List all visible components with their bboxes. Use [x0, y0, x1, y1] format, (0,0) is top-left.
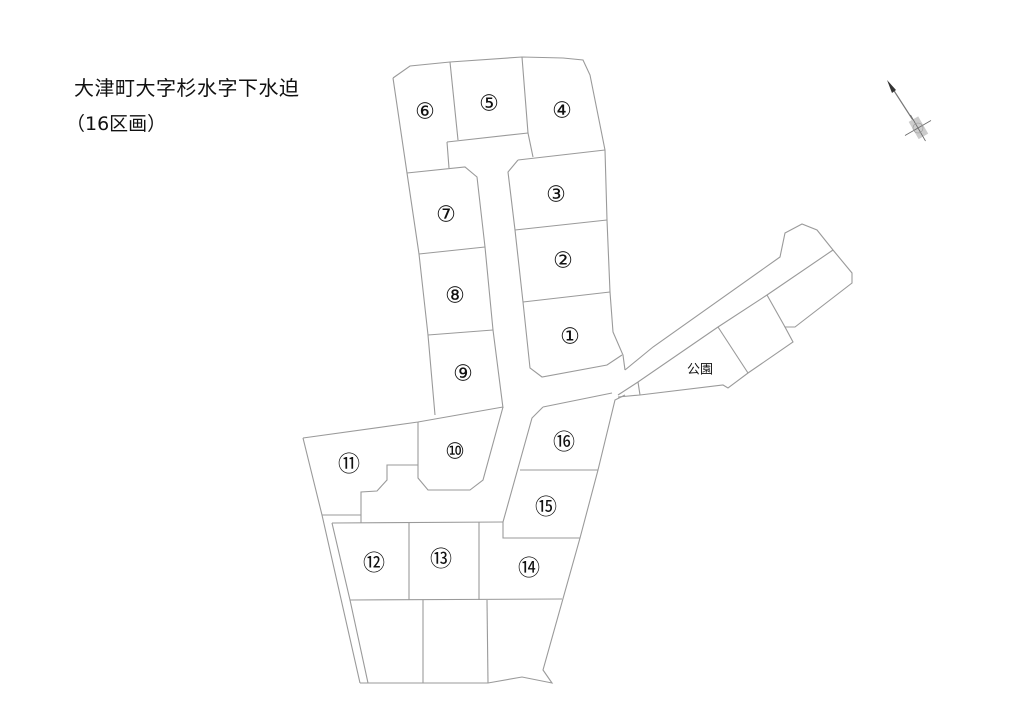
- map-title: 大津町大字杉水字下水迫: [74, 76, 300, 100]
- lot-label-2: ②: [553, 249, 573, 274]
- north-arrow-icon: [887, 80, 932, 142]
- lot-label-6: ⑥: [415, 100, 435, 125]
- lot-label-13: ⑬: [430, 548, 452, 573]
- lot-label-15: ⑮: [535, 496, 557, 521]
- lot-label-14: ⑭: [518, 557, 540, 582]
- lot-label-16: ⑯: [553, 431, 575, 456]
- lot-label-11: ⑪: [338, 453, 360, 478]
- lot-label-8: ⑧: [445, 284, 465, 309]
- park-label: 公園: [687, 363, 713, 378]
- lot-labels: ① ② ③ ④ ⑤ ⑥ ⑦ ⑧ ⑨ ⑩ ⑪ ⑫ ⑬ ⑭ ⑮ ⑯ 公園: [338, 92, 713, 582]
- lot-label-5: ⑤: [479, 92, 499, 117]
- lot-label-10: ⑩: [445, 440, 465, 465]
- lot-label-4: ④: [552, 99, 572, 124]
- lot-label-3: ③: [546, 183, 566, 208]
- lot-count: （16区画）: [66, 113, 167, 135]
- lot-label-12: ⑫: [363, 552, 385, 577]
- lot-label-7: ⑦: [436, 203, 456, 228]
- lot-label-9: ⑨: [453, 362, 473, 387]
- lot-boundaries: [302, 56, 853, 684]
- lot-label-1: ①: [560, 325, 580, 350]
